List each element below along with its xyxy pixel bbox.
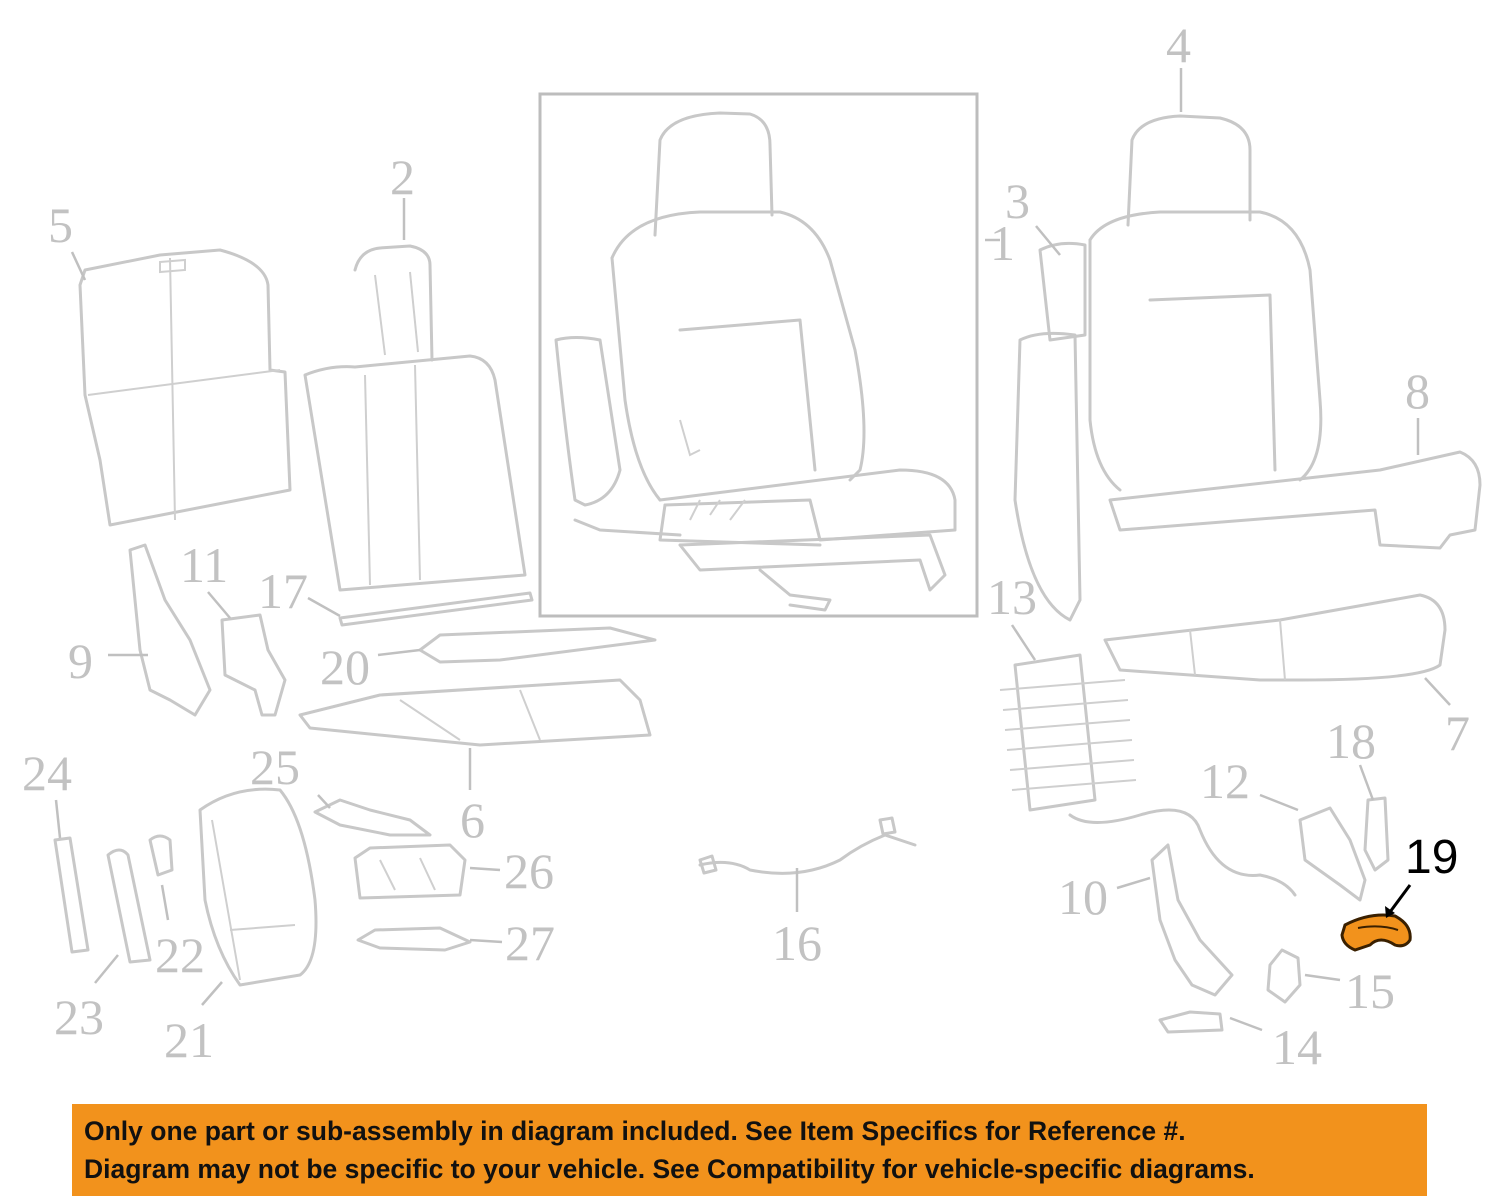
assembly-frame	[538, 92, 979, 618]
right-seat-drawing	[1013, 114, 1482, 682]
callout-24: 24	[22, 745, 72, 801]
callout-1: 1	[990, 215, 1015, 271]
part-27	[356, 926, 472, 952]
callout-26: 26	[504, 843, 554, 899]
callout-9: 9	[68, 633, 93, 689]
part-9-bracket	[128, 543, 212, 717]
callout-19: 19	[1405, 831, 1459, 884]
part-20-pan	[418, 626, 657, 664]
leader-19	[1388, 884, 1412, 913]
callout-18: 18	[1326, 713, 1376, 769]
part-23	[106, 848, 152, 964]
part-13-lumbar	[999, 653, 1297, 897]
part-16-harness	[698, 833, 917, 875]
callout-12: 12	[1200, 753, 1250, 809]
part-19-highlighted[interactable]	[1340, 913, 1412, 952]
part-14	[1158, 1010, 1224, 1034]
part-22	[148, 834, 174, 877]
callout-8: 8	[1405, 363, 1430, 419]
callout-15: 15	[1345, 963, 1395, 1019]
callout-23: 23	[54, 989, 104, 1045]
callout-6: 6	[460, 792, 485, 848]
part-21	[198, 787, 318, 987]
callout-22: 22	[155, 927, 205, 983]
callout-7: 7	[1445, 705, 1470, 761]
part-11-trim	[220, 613, 287, 717]
disclaimer-line-2: Diagram may not be specific to your vehi…	[84, 1154, 1255, 1184]
callout-5: 5	[48, 197, 73, 253]
part-18	[1363, 796, 1390, 872]
callout-2: 2	[390, 149, 415, 205]
part-15	[1266, 948, 1302, 1004]
callout-14: 14	[1272, 1019, 1322, 1075]
seat-assembly-drawing	[554, 111, 957, 612]
callout-4: 4	[1166, 17, 1191, 73]
disclaimer-line-1: Only one part or sub-assembly in diagram…	[84, 1116, 1186, 1146]
part-6-frame	[298, 678, 652, 747]
callout-27: 27	[505, 915, 555, 971]
callout-3: 3	[1005, 173, 1030, 229]
callout-13: 13	[987, 569, 1037, 625]
part-25	[313, 798, 432, 837]
seat-back-frame-drawing	[303, 244, 527, 592]
part-10-bracket	[1150, 843, 1234, 997]
callout-20: 20	[320, 639, 370, 695]
part-17-strip	[338, 591, 534, 627]
callout-11: 11	[180, 537, 229, 593]
callout-25: 25	[250, 739, 300, 795]
callout-17: 17	[258, 563, 308, 619]
leader-lines	[54, 68, 1451, 1032]
callout-21: 21	[164, 1012, 214, 1068]
part-12	[1298, 806, 1367, 902]
seat-back-cover-drawing	[78, 248, 292, 527]
part-24	[53, 836, 90, 954]
callout-10: 10	[1058, 869, 1108, 925]
disclaimer-banner: Only one part or sub-assembly in diagram…	[72, 1104, 1427, 1196]
part-26	[353, 843, 467, 900]
callout-16: 16	[772, 915, 822, 971]
